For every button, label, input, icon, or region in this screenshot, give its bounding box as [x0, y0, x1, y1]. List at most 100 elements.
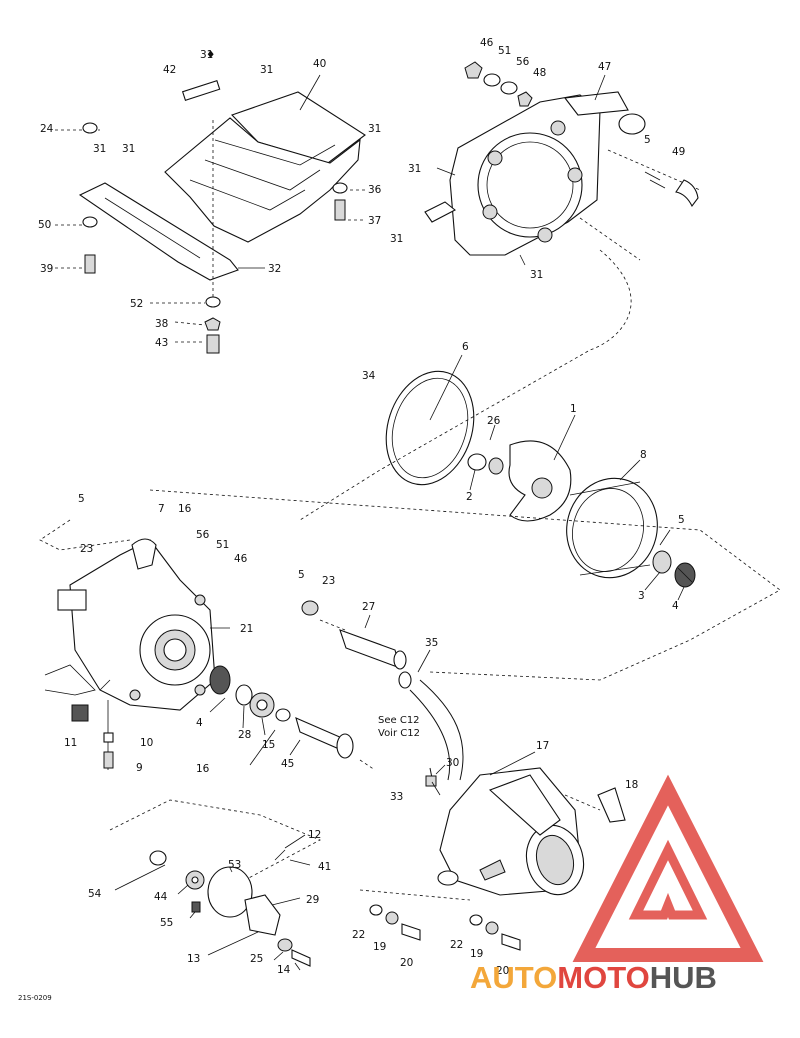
- cap-part-11: [71, 704, 89, 722]
- label-12: 12: [308, 829, 321, 841]
- label-34: 34: [362, 370, 376, 382]
- label-16: 16: [178, 503, 192, 515]
- fitting-part-54: [149, 850, 167, 866]
- label-16: 16: [196, 763, 210, 775]
- voir-note: Voir C12: [378, 728, 420, 739]
- figure-code: 21S-0209: [18, 994, 52, 1002]
- label-26: 26: [487, 415, 501, 427]
- label-27: 27: [362, 601, 375, 613]
- label-14: 14: [277, 964, 291, 976]
- label-19: 19: [373, 941, 386, 953]
- watermark-triangle-icon: [572, 774, 764, 962]
- housing-small-parts: [209, 665, 376, 771]
- label-9: 9: [136, 762, 143, 774]
- label-20: 20: [400, 957, 413, 969]
- label-18: 18: [625, 779, 638, 791]
- impeller-assembly: [385, 370, 696, 588]
- bolt-part-39: [84, 254, 96, 274]
- label-31: 31: [408, 163, 421, 175]
- housing-left-block: [57, 589, 87, 611]
- label-10: 10: [140, 737, 153, 749]
- label-17: 17: [536, 740, 549, 752]
- label-4: 4: [672, 600, 679, 612]
- plate-part-40: [231, 91, 366, 164]
- label-55: 55: [160, 917, 173, 929]
- label-52: 52: [130, 298, 143, 310]
- label-33: 33: [390, 791, 403, 803]
- label-6: 6: [462, 341, 469, 353]
- seal-part-2: [467, 453, 487, 471]
- label-31: 31: [530, 269, 543, 281]
- label-39: 39: [40, 263, 53, 275]
- spacer-part-42: [181, 79, 221, 102]
- support-plate-assembly: [78, 79, 366, 300]
- label-19: 19: [470, 948, 483, 960]
- part-number-labels: 31 ♦ 42 31 40 24 31 31 31 36 50 37 39 32…: [18, 37, 685, 1002]
- label-56: 56: [516, 56, 530, 68]
- cover-part-13: [244, 894, 281, 936]
- gasket-part-53: [207, 866, 253, 918]
- label-51: 51: [216, 539, 229, 551]
- label-45: 45: [281, 758, 294, 770]
- housing-lug: [131, 538, 157, 570]
- label-22: 22: [450, 939, 463, 951]
- leader-lines: [55, 74, 685, 971]
- label-29: 29: [306, 894, 319, 906]
- label-2: 2: [466, 491, 473, 503]
- drop-icon: ♦: [206, 49, 215, 61]
- label-36: 36: [368, 184, 382, 196]
- elbow-fitting: [675, 179, 699, 208]
- label-23: 23: [80, 543, 93, 555]
- washer-part-26: [488, 457, 504, 475]
- washer-part-28: [235, 684, 253, 706]
- label-32: 32: [268, 263, 281, 275]
- label-28: 28: [238, 729, 251, 741]
- washer-part-50: [82, 216, 98, 228]
- watermark-text: AUTOMOTOHUB: [470, 960, 717, 995]
- pump-housing-assembly: [44, 538, 216, 770]
- label-35: 35: [425, 637, 438, 649]
- svg-text:AUTOMOTOHUB: AUTOMOTOHUB: [470, 960, 717, 995]
- housing-tube: [563, 91, 629, 116]
- label-47: 47: [598, 61, 611, 73]
- housing-tab: [424, 201, 457, 223]
- cover-assembly: [109, 799, 321, 967]
- label-20: 20: [496, 965, 509, 977]
- label-50: 50: [38, 219, 51, 231]
- label-46: 46: [234, 553, 248, 565]
- sleeve-part-27: [339, 629, 401, 669]
- bearing-near-housing: [209, 665, 231, 695]
- part-44: [185, 870, 205, 890]
- watermark-auto: AUTO: [470, 960, 557, 995]
- washer-part-36: [332, 182, 348, 194]
- label-41: 41: [318, 861, 331, 873]
- label-31: 31: [260, 64, 273, 76]
- housing-bore: [477, 132, 583, 238]
- label-40: 40: [313, 58, 326, 70]
- label-13: 13: [187, 953, 200, 965]
- upper-left-hardware: [82, 122, 348, 354]
- label-48: 48: [533, 67, 546, 79]
- label-43: 43: [155, 337, 168, 349]
- nut-part-38: [204, 317, 221, 331]
- label-23: 23: [322, 575, 335, 587]
- see-note: See C12: [378, 715, 420, 726]
- bolt-part-43: [206, 334, 220, 354]
- bottom-hardware: [369, 904, 521, 951]
- nozzle-assembly: [359, 767, 626, 901]
- label-31: 31: [390, 233, 403, 245]
- label-15: 15: [262, 739, 275, 751]
- label-49: 49: [672, 146, 685, 158]
- connector-line-2: [39, 519, 131, 551]
- label-51: 51: [498, 45, 511, 57]
- ring-part-8: [566, 477, 658, 579]
- screw-part-14: [291, 949, 311, 967]
- washer-part-52: [205, 296, 221, 308]
- label-3: 3: [638, 590, 645, 602]
- label-21: 21: [240, 623, 253, 635]
- bolt-part-37: [334, 199, 346, 221]
- connector-line-1: [299, 249, 632, 521]
- label-4: 4: [196, 717, 203, 729]
- label-7: 7: [158, 503, 165, 515]
